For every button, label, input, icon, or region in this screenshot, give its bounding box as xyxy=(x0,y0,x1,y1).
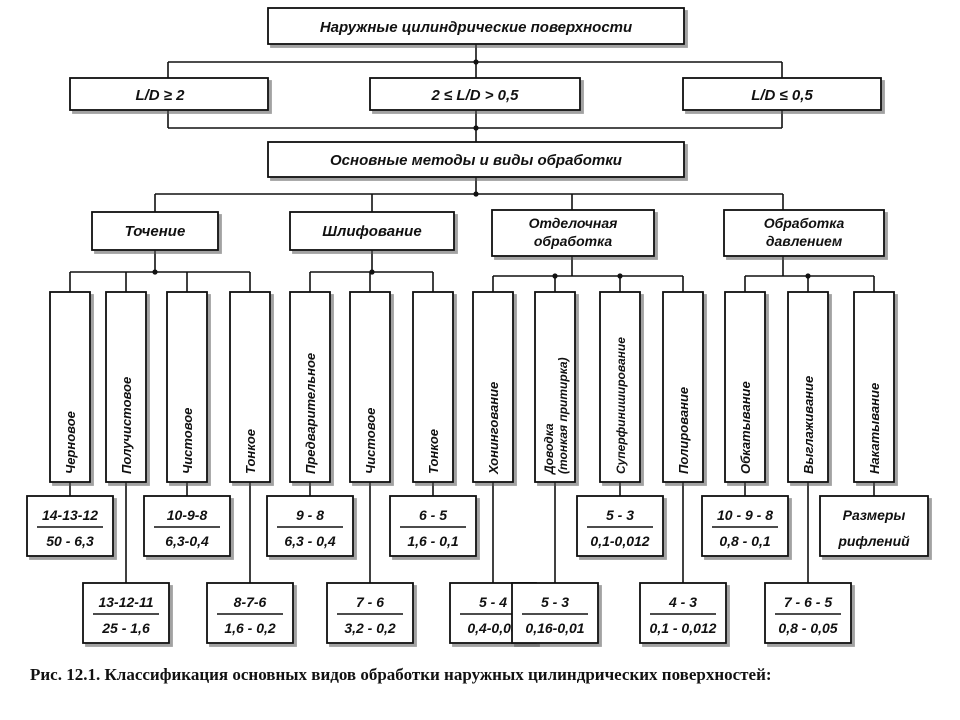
value-bottom-2-0: 0,4-0,08 xyxy=(467,620,519,636)
title-text: Наружные цилиндрические поверхности xyxy=(320,19,632,36)
value-bottom-1-1: 3,2 - 0,2 xyxy=(344,620,396,636)
value-box-3-1: 7 - 6 - 5 0,8 - 0,05 xyxy=(764,582,852,644)
subtype-boxes: Черновое Получистовое Чистовое Тонкое Предва… xyxy=(49,291,895,483)
value-bottom-0-1: 25 - 1,6 xyxy=(101,620,150,636)
subtype-box-1-2: Тонкое xyxy=(412,291,454,483)
value-boxes: 14-13-12 50 - 6,3 13-12-11 25 - 1,6 10-9-8 6,… xyxy=(26,495,929,644)
value-box-2-3: 4 - 3 0,1 - 0,012 xyxy=(639,582,727,644)
subtype-label-2-0: Хонингование xyxy=(486,382,501,475)
value-box-0-2: 10-9-8 6,3-0,4 xyxy=(143,495,231,557)
value-top-3-2: Размеры xyxy=(843,507,906,523)
subtype-label-1-2: Тонкое xyxy=(426,429,441,474)
value-bottom-1-2: 1,6 - 0,1 xyxy=(407,533,459,549)
value-bottom-1-0: 6,3 - 0,4 xyxy=(284,533,336,549)
ratio-text-3: L/D ≤ 0,5 xyxy=(751,87,813,104)
junction-dots xyxy=(152,59,811,279)
subtype-box-2-1: Доводка(тонкая притирка) xyxy=(534,291,576,483)
ratio-box-2: 2 ≤ L/D > 0,5 xyxy=(369,77,581,111)
category-label-turning: Точение xyxy=(125,223,186,240)
subtype-label-0-2: Чистовое xyxy=(180,408,195,474)
value-top-2-3: 4 - 3 xyxy=(668,594,697,610)
title-box: Наружные цилиндрические поверхности xyxy=(267,7,685,45)
methods-text: Основные методы и виды обработки xyxy=(330,152,622,169)
value-box-0-3: 8-7-6 1,6 - 0,2 xyxy=(206,582,294,644)
subtype-label-2-1: Доводка(тонкая притирка) xyxy=(542,357,570,475)
category-label-grinding: Шлифование xyxy=(322,223,421,240)
value-top-1-2: 6 - 5 xyxy=(419,507,447,523)
subtype-label-0-3: Тонкое xyxy=(243,429,258,474)
subtype-label-3-2: Накатывание xyxy=(867,383,882,474)
value-top-0-0: 14-13-12 xyxy=(42,507,98,523)
value-bottom-2-3: 0,1 - 0,012 xyxy=(650,620,717,636)
subtype-box-0-1: Получистовое xyxy=(105,291,147,483)
value-top-0-1: 13-12-11 xyxy=(98,594,153,610)
value-box-2-2: 5 - 3 0,1-0,012 xyxy=(576,495,664,557)
subtype-box-0-3: Тонкое xyxy=(229,291,271,483)
value-top-2-1: 5 - 3 xyxy=(541,594,569,610)
subtype-label-0-1: Получистовое xyxy=(119,377,134,474)
subtype-box-2-2: Суперфиниширование xyxy=(599,291,641,483)
value-bottom-2-1: 0,16-0,01 xyxy=(525,620,584,636)
ratio-text-2: 2 ≤ L/D > 0,5 xyxy=(430,87,519,104)
value-bottom-2-2: 0,1-0,012 xyxy=(590,533,649,549)
value-top-3-0: 10 - 9 - 8 xyxy=(717,507,773,523)
subtype-box-3-1: Выглаживание xyxy=(787,291,829,483)
value-box-3-2: Размеры рифлений xyxy=(819,495,929,557)
category-box-turning: Точение xyxy=(91,211,219,251)
value-box-1-0: 9 - 8 6,3 - 0,4 xyxy=(266,495,354,557)
value-box-0-1: 13-12-11 25 - 1,6 xyxy=(82,582,170,644)
value-top-3-1: 7 - 6 - 5 xyxy=(784,594,832,610)
value-bottom-0-0: 50 - 6,3 xyxy=(46,533,94,549)
figure-caption: Рис. 12.1. Классификация основных видов … xyxy=(30,665,772,684)
subtype-box-1-0: Предварительное xyxy=(289,291,331,483)
classification-diagram: Наружные цилиндрические поверхности L/D … xyxy=(26,7,929,644)
value-top-1-1: 7 - 6 xyxy=(356,594,384,610)
value-bottom-3-0: 0,8 - 0,1 xyxy=(719,533,771,549)
subtype-box-3-0: Обкатывание xyxy=(724,291,766,483)
subtype-label-2-2: Суперфиниширование xyxy=(614,337,628,474)
value-top-0-2: 10-9-8 xyxy=(167,507,208,523)
subtype-box-0-2: Чистовое xyxy=(166,291,208,483)
value-box-1-2: 6 - 5 1,6 - 0,1 xyxy=(389,495,477,557)
value-top-0-3: 8-7-6 xyxy=(234,594,267,610)
subtype-label-3-0: Обкатывание xyxy=(738,381,753,474)
value-box-0-0: 14-13-12 50 - 6,3 xyxy=(26,495,114,557)
value-box-2-1: 5 - 3 0,16-0,01 xyxy=(511,582,599,644)
value-bottom-0-3: 1,6 - 0,2 xyxy=(224,620,276,636)
value-top-2-2: 5 - 3 xyxy=(606,507,634,523)
ratio-box-1: L/D ≥ 2 xyxy=(69,77,269,111)
category-box-grinding: Шлифование xyxy=(289,211,455,251)
value-bottom-3-1: 0,8 - 0,05 xyxy=(778,620,837,636)
ratio-box-3: L/D ≤ 0,5 xyxy=(682,77,882,111)
subtype-label-3-1: Выглаживание xyxy=(801,376,816,474)
value-bottom-3-2: рифлений xyxy=(837,533,910,549)
subtype-box-2-3: Полирование xyxy=(662,291,704,483)
value-box-1-1: 7 - 6 3,2 - 0,2 xyxy=(326,582,414,644)
ratio-text-1: L/D ≥ 2 xyxy=(135,87,185,104)
subtype-label-1-1: Чистовое xyxy=(363,408,378,474)
subtype-box-0-0: Черновое xyxy=(49,291,91,483)
subtype-box-1-1: Чистовое xyxy=(349,291,391,483)
subtype-label-0-0: Черновое xyxy=(63,411,78,474)
subtype-box-3-2: Накатывание xyxy=(853,291,895,483)
subtype-label-1-0: Предварительное xyxy=(303,353,318,474)
methods-box: Основные методы и виды обработки xyxy=(267,141,685,178)
subtype-box-2-0: Хонингование xyxy=(472,291,514,483)
subtype-label-2-3: Полирование xyxy=(676,387,691,474)
value-top-2-0: 5 - 4 xyxy=(479,594,507,610)
value-top-1-0: 9 - 8 xyxy=(296,507,324,523)
value-bottom-0-2: 6,3-0,4 xyxy=(165,533,209,549)
value-box-3-0: 10 - 9 - 8 0,8 - 0,1 xyxy=(701,495,789,557)
